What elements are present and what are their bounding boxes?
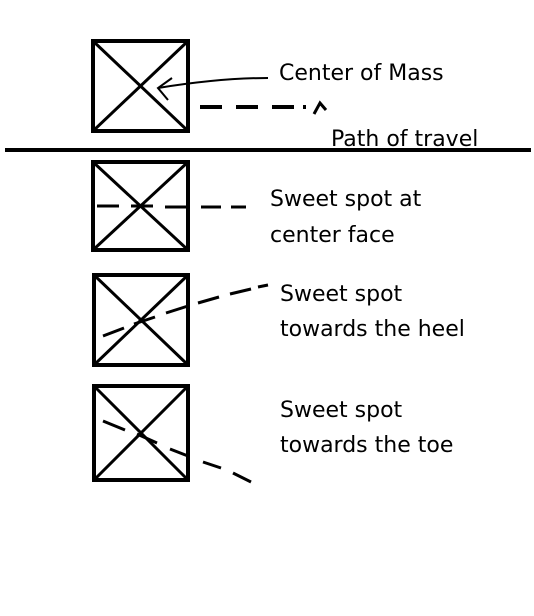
sweet-toe-label-line1: Sweet spot	[280, 398, 403, 423]
club-head-box-1	[91, 39, 190, 133]
club-head-box-3	[92, 273, 190, 367]
sweet-toe-label-line2: towards the toe	[280, 433, 453, 458]
sweet-center-label-line1: Sweet spot at	[270, 187, 422, 212]
heel-dashes	[102, 283, 269, 338]
center-of-mass-arrow	[156, 77, 269, 101]
toe-dashes	[102, 419, 252, 484]
sweet-heel-label-line2: towards the heel	[280, 317, 465, 342]
path-of-travel-dashes	[200, 100, 328, 115]
center-face-dashes	[97, 204, 246, 209]
sweet-center-label-line2: center face	[270, 223, 395, 248]
center-of-mass-label: Center of Mass	[279, 61, 444, 86]
club-head-box-4	[92, 384, 190, 482]
sweet-heel-label-line1: Sweet spot	[280, 282, 403, 307]
path-of-travel-label: Path of travel	[331, 127, 478, 152]
